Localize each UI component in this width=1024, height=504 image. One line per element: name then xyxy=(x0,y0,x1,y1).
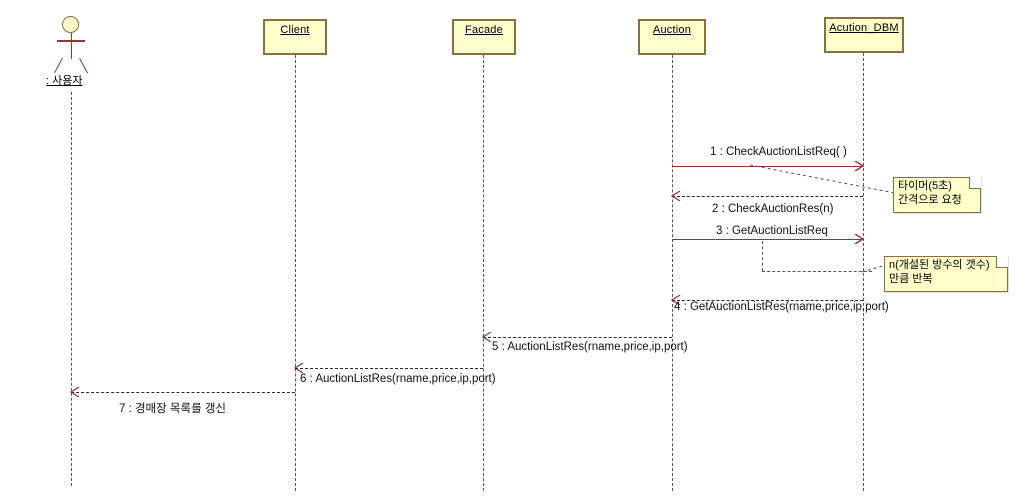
actor-body-icon xyxy=(70,33,73,59)
arrowhead-left-icon xyxy=(294,363,304,373)
actor-leg-left-icon xyxy=(54,57,64,74)
message-3-label: 3 : GetAuctionListReq xyxy=(716,225,828,237)
actor-arms-icon xyxy=(57,40,85,42)
message-2-label: 2 : CheckAuctionRes(n) xyxy=(712,203,834,215)
note-timer[interactable]: 타이머(5초) 간격으로 요청 xyxy=(893,177,981,213)
note-anchor-repeat-horizontal xyxy=(762,271,872,272)
actor-label: : 사용자 xyxy=(46,75,83,87)
message-1-label: 1 : CheckAuctionListReq( ) xyxy=(710,146,847,158)
lifeline-label-facade: Facade xyxy=(465,24,503,36)
note-fold-corner-icon xyxy=(996,256,1008,268)
lifeline-box-auction[interactable]: Auction xyxy=(638,19,706,55)
lifeline-box-acution-dbm[interactable]: Acution_DBM xyxy=(824,17,904,53)
lifeline-auction xyxy=(672,55,673,491)
message-1-line xyxy=(672,166,863,167)
lifeline-label-auction: Auction xyxy=(652,24,692,36)
lifeline-box-facade[interactable]: Facade xyxy=(452,19,516,55)
message-6-label: 6 : AuctionListRes(rname,price,ip,port) xyxy=(300,373,496,385)
lifeline-client xyxy=(295,55,296,491)
lifeline-label-client: Client xyxy=(280,24,310,36)
note-anchor-timer xyxy=(749,164,896,194)
actor-head-icon xyxy=(62,16,79,33)
message-5-label: 5 : AuctionListRes(rname,price,ip,port) xyxy=(492,341,688,353)
message-2-line xyxy=(672,196,863,197)
arrowhead-left-icon xyxy=(70,387,80,397)
lifeline-box-client[interactable]: Client xyxy=(263,19,327,55)
note-timer-line1: 타이머(5초) xyxy=(898,180,952,192)
note-repeat-line2: 만큼 반복 xyxy=(889,272,933,285)
message-7-label: 7 : 경매장 목록를 갱신 xyxy=(119,403,227,415)
lifeline-facade xyxy=(483,55,484,491)
note-timer-line2: 간격으로 요청 xyxy=(898,193,962,206)
message-3-line xyxy=(672,239,863,240)
arrowhead-right-icon xyxy=(854,234,864,244)
lifeline-actor xyxy=(71,92,72,486)
arrowhead-right-icon xyxy=(854,161,864,171)
message-6-line xyxy=(295,368,483,369)
message-4-label: 4 : GetAuctionListRes(rname,price,ip,por… xyxy=(674,301,889,313)
note-anchor-repeat-vertical xyxy=(762,241,763,271)
note-repeat-line1: n(개설된 방수의 갯수) xyxy=(889,259,990,271)
arrowhead-left-icon xyxy=(671,191,681,201)
note-repeat[interactable]: n(개설된 방수의 갯수) 만큼 반복 xyxy=(884,256,1008,292)
arrowhead-left-icon xyxy=(482,332,492,342)
message-5-line xyxy=(483,337,672,338)
arrowhead-left-icon xyxy=(671,295,681,305)
message-4-line xyxy=(672,300,863,301)
actor-leg-right-icon xyxy=(79,57,89,74)
message-7-line xyxy=(71,392,295,393)
note-fold-corner-icon xyxy=(969,177,981,189)
lifeline-label-acution-dbm: Acution_DBM xyxy=(829,22,899,34)
